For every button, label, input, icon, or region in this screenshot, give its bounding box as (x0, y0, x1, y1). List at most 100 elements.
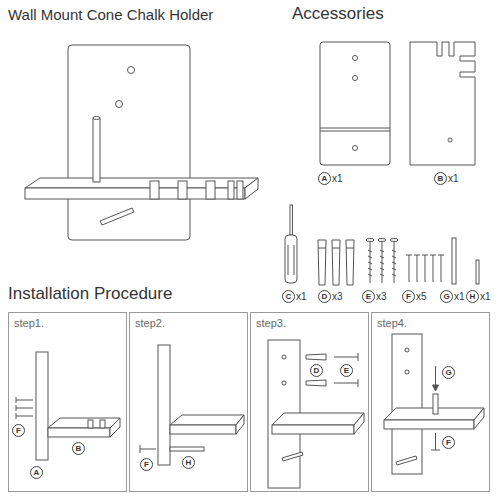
step4-illustration (384, 420, 474, 429)
chalk-holder-illustration (150, 181, 159, 199)
step1-illustration (88, 420, 93, 428)
chalk-holder-illustration (178, 181, 187, 199)
part-letter: B (434, 172, 447, 185)
callout-letter: G (442, 366, 455, 379)
step4-illustration (433, 385, 439, 391)
step2-illustration (170, 415, 244, 425)
rod-g (452, 238, 456, 284)
step3-illustration (282, 381, 286, 385)
shelf-plate-b (448, 138, 452, 142)
step3-illustration (272, 425, 354, 434)
part-letter: A (318, 172, 331, 185)
chalk-holder-illustration (245, 178, 258, 199)
part-letter: E (362, 290, 375, 303)
wall-anchors-d (332, 240, 340, 285)
step4-illustration (435, 433, 436, 450)
step1-illustration (16, 408, 33, 409)
chalk-holder-illustration (228, 181, 234, 199)
wall-plate-a (353, 76, 358, 81)
step2-illustration (170, 447, 204, 451)
step2-illustration (170, 425, 236, 434)
part-quantity: x5 (416, 290, 427, 303)
wall-plate-a (320, 42, 390, 165)
wall-anchors-d (318, 240, 354, 285)
screws-f (406, 255, 444, 282)
step3-illustration (334, 357, 358, 358)
wall-anchors-d (346, 248, 354, 249)
chalk-holder-illustration (128, 67, 135, 74)
step3-illustration (306, 354, 326, 360)
part-quantity: x3 (376, 290, 387, 303)
screws-e (394, 241, 395, 283)
callout-letter: F (140, 458, 153, 471)
step3-illustration (272, 413, 364, 425)
step3-illustration (358, 353, 359, 361)
wall-plate-a (353, 56, 358, 61)
chalk-holder-illustration (25, 178, 258, 188)
screwdriver-c (285, 235, 297, 283)
part-letter: H (466, 290, 479, 303)
step1-illustration (48, 428, 110, 437)
screws-e (366, 239, 398, 284)
part-letter: G (440, 290, 453, 303)
part-letter: C (282, 290, 295, 303)
step1-illustration (16, 413, 17, 419)
step-label: step1. (9, 315, 49, 332)
wall-plate-a (353, 146, 358, 151)
part-quantity: x1 (454, 290, 465, 303)
step1-illustration (36, 352, 48, 460)
step3-illustration (334, 383, 358, 384)
screws-e (368, 250, 396, 276)
step4-illustration (405, 370, 409, 374)
step2-illustration (140, 345, 244, 465)
wall-anchors-d (346, 240, 354, 285)
step-label: step2. (130, 315, 170, 332)
step3-illustration (282, 452, 303, 461)
shelf-plate-b (410, 42, 475, 165)
chalk-holder-illustration (206, 181, 215, 199)
callout-letter: D (310, 364, 323, 377)
step-panel: step4. (371, 312, 490, 492)
screwdriver-c (285, 205, 297, 283)
step4-illustration (396, 456, 417, 465)
step1-illustration (16, 397, 17, 403)
callout-letter: F (442, 436, 455, 449)
screws-e (370, 241, 371, 283)
screws-f (433, 255, 434, 282)
step2-illustration (140, 449, 156, 450)
part-quantity: x1 (332, 172, 343, 185)
screwdriver-c (294, 245, 295, 275)
step2-illustration (158, 345, 170, 465)
chalk-holder-illustration (237, 181, 243, 199)
wall-anchors-d (332, 248, 340, 249)
chalk-holder-illustration (68, 45, 190, 240)
rod-g (452, 238, 456, 284)
part-quantity: x1 (448, 172, 459, 185)
pin-h (476, 260, 479, 284)
page-title: Wall Mount Cone Chalk Holder (8, 6, 213, 24)
screwdriver-c (288, 245, 289, 275)
step1-illustration (110, 418, 120, 437)
step4-illustration (474, 408, 484, 429)
callout-letter: F (12, 424, 25, 437)
section-heading: Accessories (292, 4, 384, 24)
callout-letter: B (72, 442, 85, 455)
step1-illustration (16, 405, 17, 411)
wall-plate-a (320, 42, 390, 165)
screws-f (409, 255, 410, 282)
step1-illustration (48, 418, 120, 428)
pin-h (476, 260, 479, 284)
part-letter: D (318, 290, 331, 303)
step-panel: step1. (8, 312, 127, 492)
wall-plate-a (320, 131, 390, 132)
screws-e (382, 241, 383, 283)
chalk-holder-illustration (93, 118, 100, 182)
step3-illustration (282, 355, 286, 359)
part-quantity: x1 (480, 290, 491, 303)
screws-f (417, 255, 418, 282)
callout-letter: A (30, 466, 43, 479)
chalk-holder-illustration (25, 45, 258, 240)
step3-illustration (354, 413, 364, 434)
step4-illustration (435, 366, 436, 386)
